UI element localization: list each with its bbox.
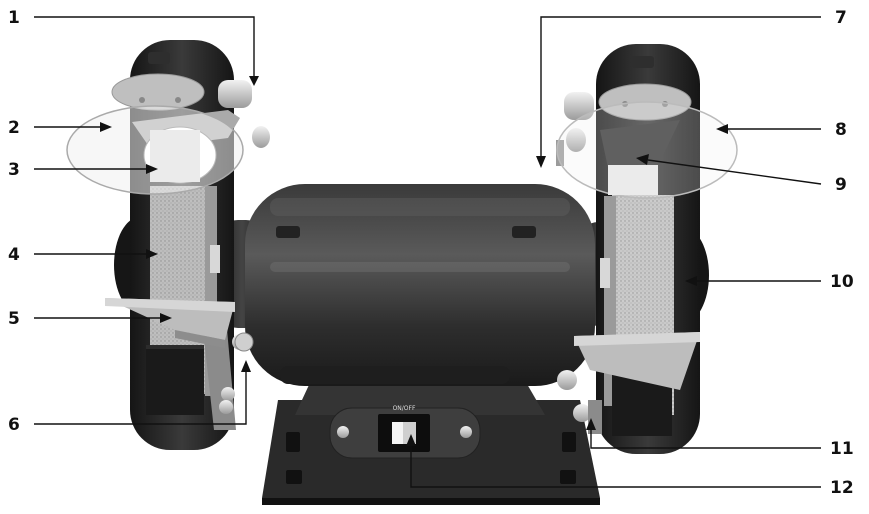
callout-8: 8 (835, 120, 847, 140)
callout-6: 6 (8, 415, 20, 435)
arrowhead-icon (406, 434, 416, 446)
leader-6 (34, 372, 247, 425)
callout-numbers: 1 2 3 4 5 6 7 8 9 10 11 12 (8, 8, 854, 498)
arrowhead-icon (249, 76, 259, 86)
right-spark-deflector (600, 120, 680, 168)
callout-3: 3 (8, 160, 20, 180)
arrowhead-icon (685, 276, 697, 286)
right-eye-shield (556, 101, 738, 199)
callout-10: 10 (830, 272, 854, 292)
callout-4: 4 (8, 245, 20, 265)
arrowhead-icon (636, 154, 649, 165)
arrowhead-icon (160, 313, 172, 323)
on-off-switch[interactable] (378, 414, 430, 452)
arrowhead-icon (586, 418, 596, 430)
arrowhead-icon (536, 156, 546, 168)
switch-label: ON/OFF (393, 405, 416, 412)
leader-11 (590, 430, 821, 449)
right-tool-rest (574, 332, 700, 390)
leader-12 (410, 446, 821, 488)
screw-icon (337, 426, 349, 438)
left-shield-bracket (111, 73, 205, 111)
left-shield-knob[interactable] (218, 80, 252, 108)
right-shield-knob[interactable] (564, 92, 594, 120)
callout-7: 7 (835, 8, 847, 28)
callout-11: 11 (830, 439, 854, 459)
right-wheel-assembly (556, 44, 738, 454)
leader-1 (34, 16, 255, 76)
leader-7 (540, 16, 821, 156)
callout-leaders (34, 16, 822, 488)
arrowhead-icon (716, 124, 728, 134)
callout-12: 12 (830, 478, 854, 498)
callout-2: 2 (8, 118, 20, 138)
callout-9: 9 (835, 175, 847, 195)
arrowhead-icon (100, 122, 112, 132)
callout-arrowheads (100, 76, 728, 446)
arrowhead-icon (241, 360, 251, 372)
callout-1: 1 (8, 8, 20, 28)
left-wheel-assembly (66, 40, 270, 450)
screw-icon (460, 426, 472, 438)
arrowhead-icon (146, 249, 158, 259)
callout-5: 5 (8, 309, 20, 329)
arrowhead-icon (146, 164, 158, 174)
motor-housing (218, 184, 624, 386)
leader-9 (647, 159, 822, 185)
